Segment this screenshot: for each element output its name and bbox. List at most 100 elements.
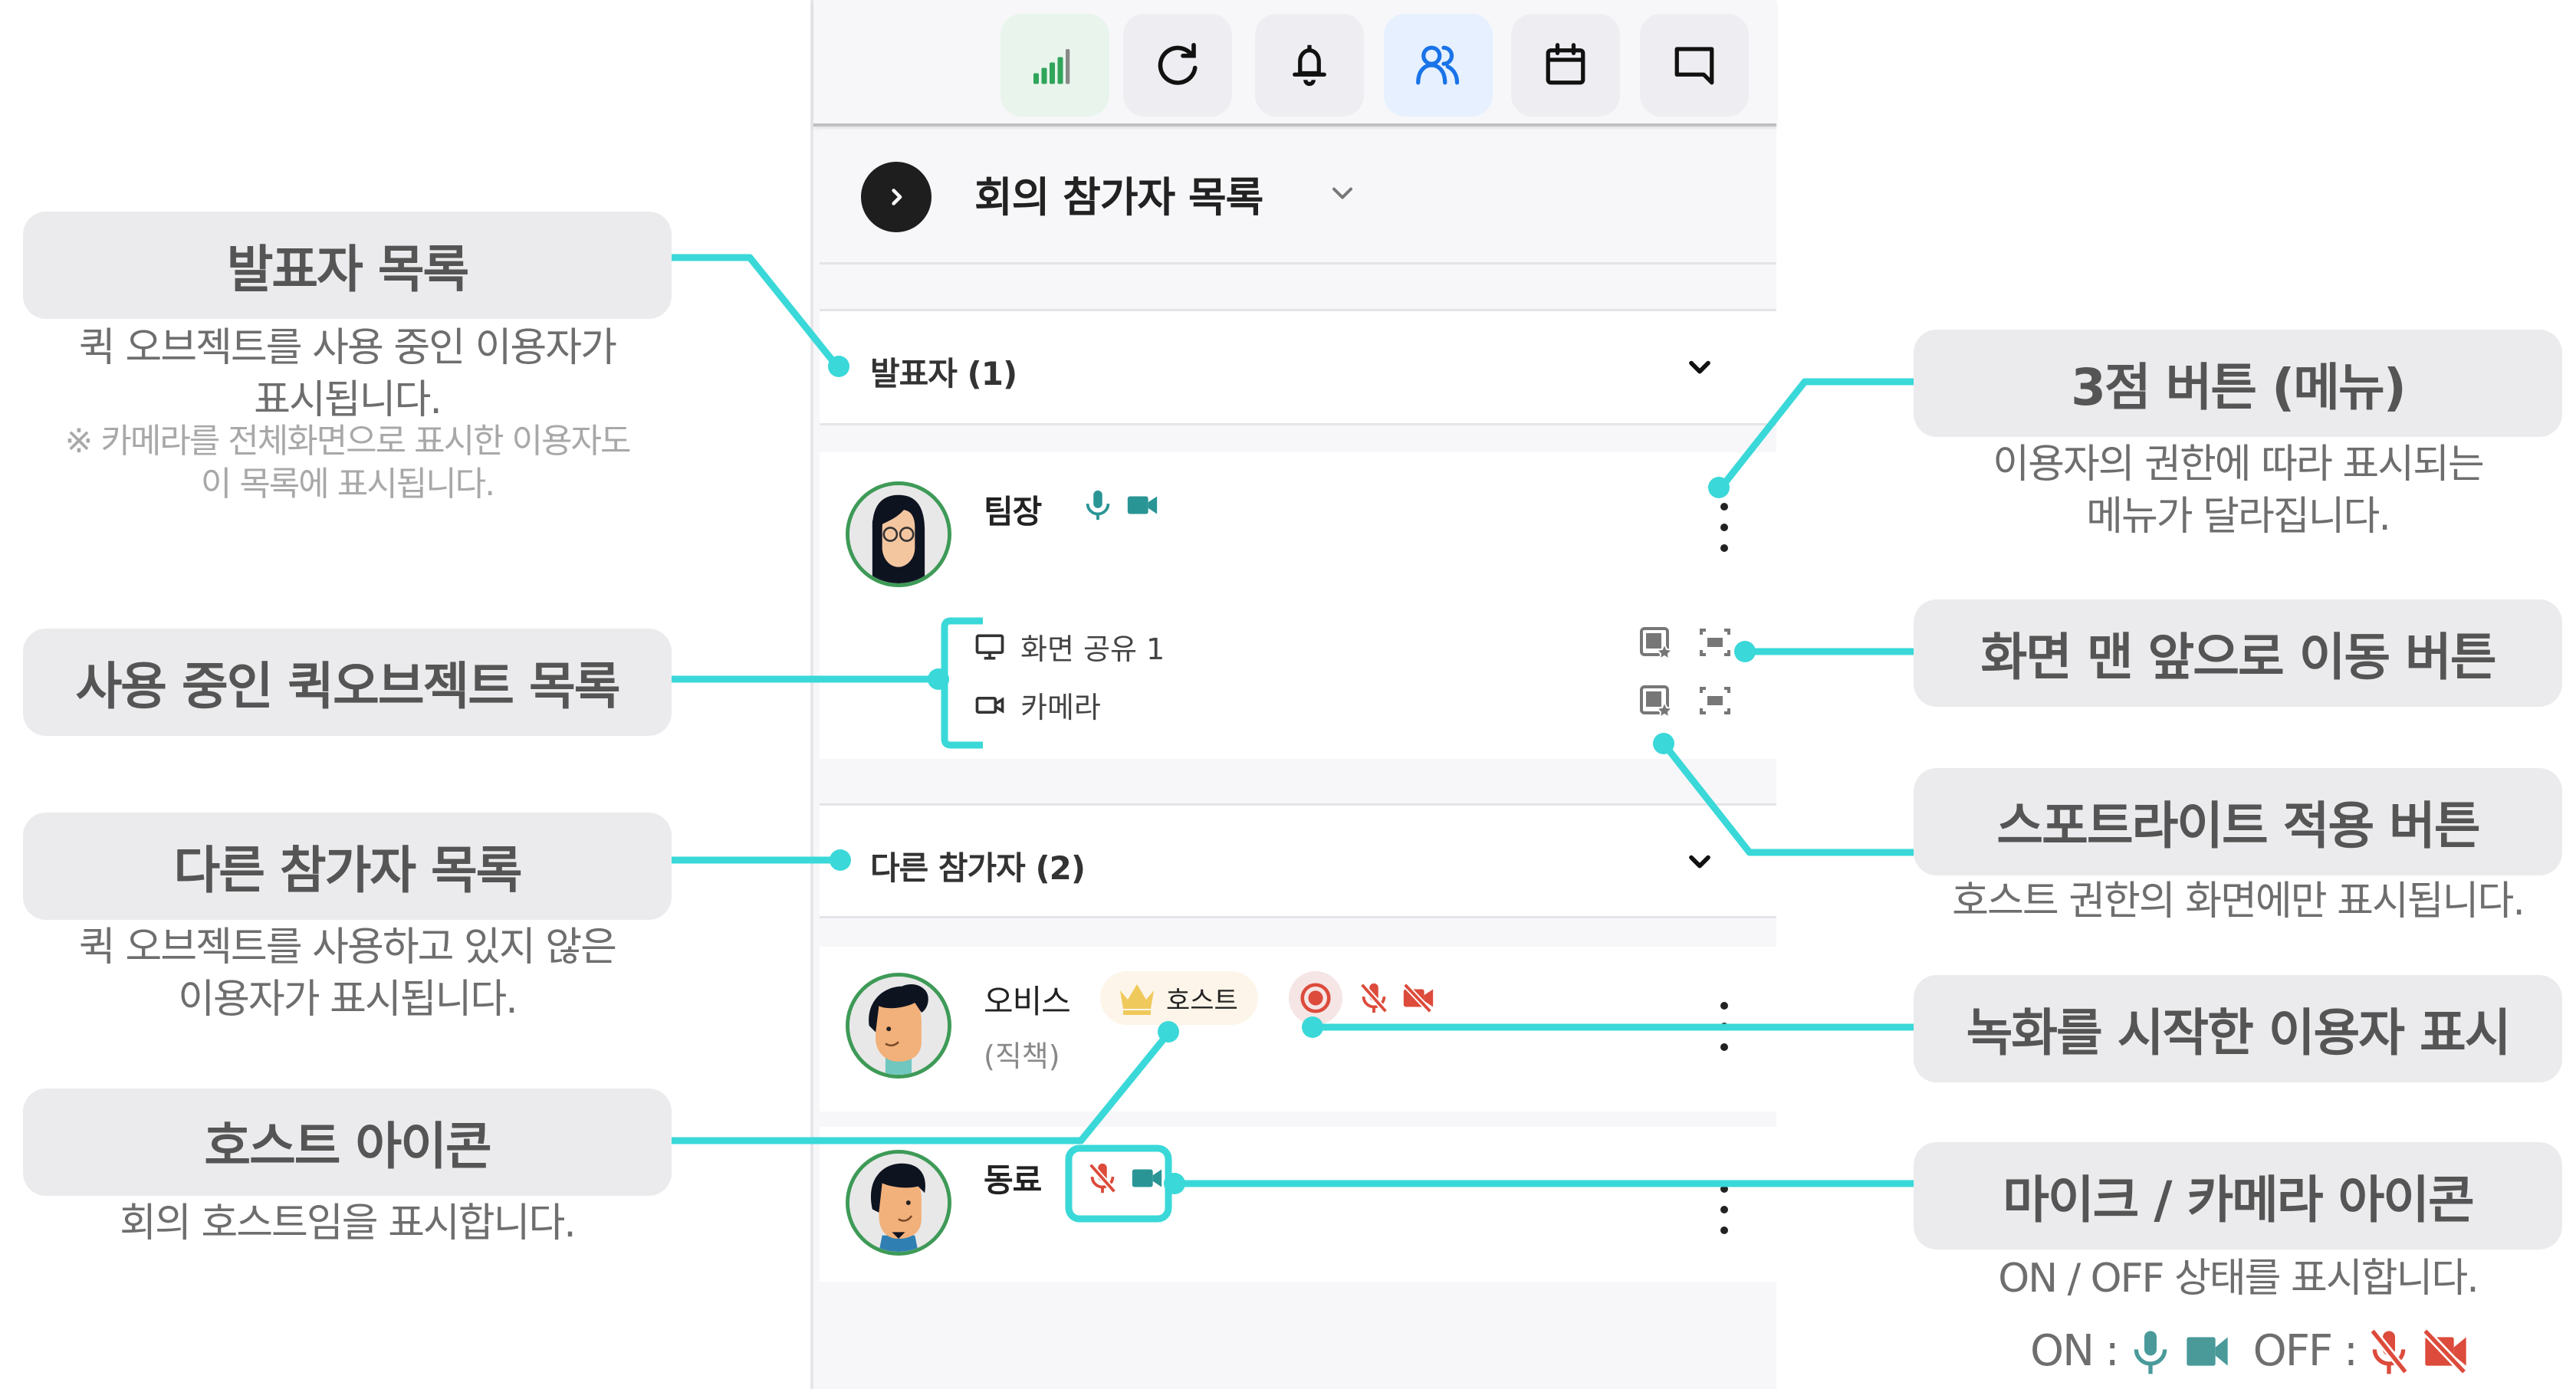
- callout-note-line: ※ 카메라를 전체화면으로 표시한 이용자도: [64, 422, 632, 461]
- callout-title: 녹화를 시작한 이용자 표시: [1966, 1003, 2512, 1062]
- presenters-section-label: 발표자 (1): [870, 355, 1017, 392]
- chevron-right-icon: [892, 189, 902, 205]
- spotlight-icon[interactable]: [1637, 624, 1674, 661]
- more-menu-button[interactable]: [1717, 1185, 1732, 1234]
- callout-title: 스포트라이트 적용 버튼: [1996, 796, 2480, 855]
- chat-icon: [1674, 47, 1714, 85]
- quick-object-actions: [1637, 624, 1733, 661]
- spotlight-icon[interactable]: [1637, 682, 1674, 719]
- callout-note: ※ 카메라를 전체화면으로 표시한 이용자도 이 목록에 표시됩니다.: [23, 420, 672, 506]
- camera-on-icon: [1127, 496, 1158, 514]
- notification-button[interactable]: [1255, 14, 1364, 117]
- more-menu-button[interactable]: [1717, 503, 1732, 552]
- kebab-dot: [1720, 524, 1728, 531]
- chat-button[interactable]: [1640, 14, 1749, 117]
- callout-description: 호스트 권한의 화면에만 표시됩니다.: [1952, 878, 2525, 924]
- chevron-down-icon[interactable]: [1326, 176, 1359, 209]
- callout-note-line: 이 목록에 표시됩니다.: [200, 465, 495, 504]
- quick-object-label: 화면 공유 1: [1020, 632, 1165, 666]
- participants-icon: [1416, 45, 1460, 85]
- panel-title: 회의 참가자 목록: [974, 173, 1263, 222]
- others-section-header[interactable]: 다른 참가자 (2): [820, 803, 1776, 918]
- quick-object-camera[interactable]: 카메라: [973, 684, 1101, 726]
- participants-button[interactable]: [1384, 14, 1493, 117]
- avatar: [846, 481, 951, 587]
- quick-object-label: 카메라: [1020, 691, 1101, 724]
- mic-off-icon: [1359, 983, 1388, 1013]
- signal-strength-button[interactable]: [1001, 14, 1109, 117]
- crown-icon: [1120, 984, 1154, 1015]
- media-status: [1085, 1161, 1165, 1196]
- callout-description: 퀵 오브젝트를 사용하고 있지 않은 이용자가 표시됩니다.: [23, 921, 672, 1026]
- callout-other-participants: 다른 참가자 목록: [23, 813, 672, 920]
- refresh-button[interactable]: [1123, 14, 1232, 117]
- callout-presenter-list: 발표자 목록: [23, 212, 672, 319]
- callout-quick-object-list: 사용 중인 퀵오브젝트 목록: [23, 629, 672, 736]
- monitor-icon: [975, 634, 1004, 659]
- callout-description-line: 이용자가 표시됩니다.: [178, 977, 518, 1023]
- participant-name: 팀장: [984, 493, 1042, 530]
- host-badge: 호스트: [1100, 971, 1258, 1025]
- calendar-icon: [1546, 43, 1585, 85]
- host-badge-label: 호스트: [1166, 985, 1238, 1016]
- participant-name: 오비스: [984, 983, 1071, 1020]
- presenters-section-header[interactable]: 발표자 (1): [820, 309, 1776, 425]
- mic-on-icon: [2134, 1330, 2167, 1374]
- kebab-dot: [1720, 1206, 1728, 1213]
- recording-indicator: [1289, 971, 1342, 1025]
- legend-on-label: ON :: [2030, 1326, 2120, 1376]
- callout-mic-camera: 마이크 / 카메라 아이콘: [1914, 1142, 2562, 1249]
- kebab-dot: [1720, 503, 1728, 511]
- kebab-dot: [1720, 1185, 1728, 1193]
- quick-object-screen-share[interactable]: 화면 공유 1: [973, 626, 1165, 668]
- bell-icon: [1293, 44, 1326, 87]
- collapse-panel-button[interactable]: [861, 162, 932, 232]
- camera-off-icon: [2422, 1328, 2467, 1374]
- callout-bring-to-front: 화면 맨 앞으로 이동 버튼: [1914, 599, 2562, 707]
- callout-description: 이용자의 권한에 따라 표시되는 메뉴가 달라집니다.: [1914, 438, 2562, 543]
- recording-icon: [1300, 983, 1331, 1013]
- calendar-button[interactable]: [1511, 14, 1620, 117]
- kebab-dot: [1720, 1226, 1728, 1234]
- kebab-dot: [1720, 544, 1728, 552]
- callout-title: 화면 맨 앞으로 이동 버튼: [1980, 628, 2496, 687]
- callout-title: 3점 버튼 (메뉴): [2071, 358, 2407, 417]
- callout-description: ON / OFF 상태를 표시합니다.: [1998, 1256, 2479, 1302]
- media-status: [1080, 488, 1160, 523]
- participant-title: (직책): [984, 1039, 1060, 1073]
- more-menu-button[interactable]: [1717, 1002, 1732, 1051]
- panel-header: 회의 참가자 목록: [820, 130, 1776, 264]
- callout-title: 다른 참가자 목록: [173, 841, 523, 900]
- chevron-down-icon[interactable]: [1683, 350, 1717, 383]
- callout-title: 마이크 / 카메라 아이콘: [2003, 1171, 2475, 1230]
- participant-card-presenter: 팀장 화면 공유 1: [820, 452, 1776, 759]
- callout-description-line: 표시됩니다.: [254, 377, 442, 423]
- chevron-down-icon[interactable]: [1683, 844, 1717, 878]
- callout-title: 발표자 목록: [226, 240, 470, 299]
- participant-card: 동료: [820, 1127, 1776, 1282]
- mic-off-icon: [2369, 1328, 2409, 1374]
- kebab-dot: [1720, 1023, 1728, 1030]
- callout-title: 사용 중인 퀵오브젝트 목록: [75, 657, 621, 716]
- callout-description: 회의 호스트임을 표시합니다.: [120, 1200, 577, 1246]
- camera-on-icon: [2186, 1336, 2228, 1366]
- camera-off-icon: [1402, 983, 1434, 1013]
- mic-off-icon: [1088, 1163, 1117, 1194]
- callout-host-icon: 호스트 아이콘: [23, 1089, 672, 1196]
- participant-name: 동료: [984, 1161, 1042, 1199]
- callout-description-line: 이용자의 권한에 따라 표시되는: [1993, 442, 2485, 488]
- bring-to-front-icon[interactable]: [1697, 682, 1733, 719]
- mic-camera-legend: ON : OFF :: [2030, 1326, 2470, 1376]
- top-toolbar: [813, 0, 1776, 126]
- callout-kebab-menu: 3점 버튼 (메뉴): [1914, 330, 2562, 437]
- kebab-dot: [1720, 1002, 1728, 1010]
- signal-strength-icon: [1033, 49, 1070, 84]
- media-status: [1356, 980, 1436, 1016]
- avatar: [846, 1150, 951, 1256]
- others-section-label: 다른 참가자 (2): [870, 849, 1086, 887]
- legend-off-label: OFF :: [2252, 1326, 2358, 1376]
- bring-to-front-icon[interactable]: [1697, 624, 1733, 661]
- quick-object-actions: [1637, 682, 1733, 719]
- camera-icon: [975, 696, 1004, 714]
- callout-title: 호스트 아이콘: [204, 1117, 491, 1176]
